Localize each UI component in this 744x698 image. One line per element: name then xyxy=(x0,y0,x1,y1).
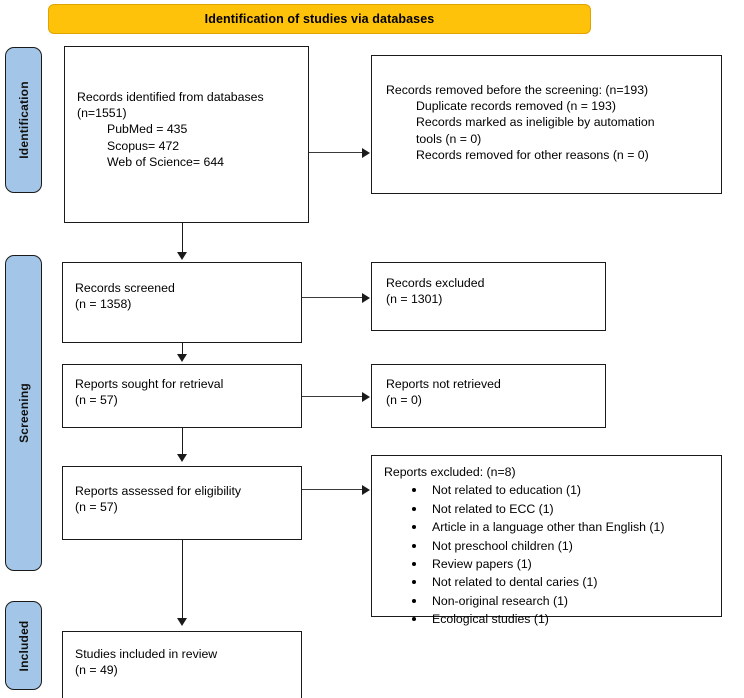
list-item: Review papers (1) xyxy=(410,555,713,573)
records-removed-heading: Records removed before the screening: (n… xyxy=(386,83,649,97)
arrow-down-icon xyxy=(177,454,187,462)
studies-included-count: (n = 49) xyxy=(75,663,118,678)
box-studies-included-text: Studies included in review (n = 49) xyxy=(75,646,293,678)
reports-not-retrieved-label: Reports not retrieved xyxy=(386,377,501,391)
box-reports-not-retrieved-text: Reports not retrieved (n = 0) xyxy=(386,376,597,408)
records-excluded-label: Records excluded xyxy=(386,276,485,290)
arrow-down-icon xyxy=(177,252,187,260)
box-records-excluded-text: Records excluded (n = 1301) xyxy=(386,275,597,307)
stage-tab-screening: Screening xyxy=(5,255,42,571)
list-item: Not related to ECC (1) xyxy=(410,500,713,518)
box-reports-assessed-for-eligibility: Reports assessed for eligibility (n = 57… xyxy=(62,466,302,540)
box-records-screened: Records screened (n = 1358) xyxy=(62,262,302,343)
banner-identification-via-databases: Identification of studies via databases xyxy=(48,4,591,34)
box-reports-excluded-text: Reports excluded: (n=8) Not related to e… xyxy=(384,464,713,629)
stage-label-screening: Screening xyxy=(16,383,31,443)
reports-assessed-label: Reports assessed for eligibility xyxy=(75,484,242,498)
connector-sought-to-eligibility xyxy=(182,428,183,456)
records-removed-automation-1: Records marked as ineligible by automati… xyxy=(416,115,655,130)
list-item: Not preschool children (1) xyxy=(410,537,713,555)
records-excluded-count: (n = 1301) xyxy=(386,292,443,307)
arrow-right-icon xyxy=(362,292,370,303)
records-screened-count: (n = 1358) xyxy=(75,297,132,312)
stage-label-included: Included xyxy=(16,620,31,671)
connector-eligibility-to-included xyxy=(182,540,183,620)
records-removed-other-reasons: Records removed for other reasons (n = 0… xyxy=(416,147,649,162)
list-item: Not related to education (1) xyxy=(410,481,713,499)
stage-label-identification: Identification xyxy=(16,81,31,159)
records-identified-pubmed: PubMed = 435 xyxy=(107,122,188,137)
reports-excluded-heading: Reports excluded: (n=8) xyxy=(384,465,516,479)
box-records-identified-text: Records identified from databases (n=155… xyxy=(77,89,300,170)
connector-screened-to-sought xyxy=(182,343,183,356)
arrow-right-icon xyxy=(362,391,370,402)
reports-sought-label: Reports sought for retrieval xyxy=(75,377,224,391)
records-identified-line-1: Records identified from databases xyxy=(77,90,264,104)
studies-included-label: Studies included in review xyxy=(75,647,218,661)
records-identified-scopus: Scopus= 472 xyxy=(107,138,180,153)
records-screened-label: Records screened xyxy=(75,281,175,295)
box-reports-sought-for-retrieval: Reports sought for retrieval (n = 57) xyxy=(62,364,302,428)
arrow-down-icon xyxy=(177,618,187,626)
reports-excluded-reason-list: Not related to education (1) Not related… xyxy=(384,481,713,629)
box-records-identified: Records identified from databases (n=155… xyxy=(64,46,309,223)
box-reports-excluded-with-reasons: Reports excluded: (n=8) Not related to e… xyxy=(371,455,722,626)
records-removed-automation-2: tools (n = 0) xyxy=(416,131,482,146)
arrow-down-icon xyxy=(177,354,187,362)
list-item: Ecological studies (1) xyxy=(410,610,713,628)
reports-not-retrieved-count: (n = 0) xyxy=(386,393,422,408)
list-item: Not related to dental caries (1) xyxy=(410,573,713,591)
box-studies-included-in-review: Studies included in review (n = 49) xyxy=(62,631,302,698)
reports-sought-count: (n = 57) xyxy=(75,393,118,408)
stage-tab-included: Included xyxy=(5,601,42,690)
list-item: Article in a language other than English… xyxy=(410,518,713,536)
records-removed-duplicates: Duplicate records removed (n = 193) xyxy=(416,99,616,114)
connector-sought-to-not-retrieved xyxy=(302,396,363,397)
connector-screened-to-excluded xyxy=(302,297,363,298)
box-reports-sought-text: Reports sought for retrieval (n = 57) xyxy=(75,376,293,408)
records-identified-web-of-science: Web of Science= 644 xyxy=(107,154,225,169)
banner-title: Identification of studies via databases xyxy=(204,12,435,26)
box-records-removed-text: Records removed before the screening: (n… xyxy=(386,82,713,163)
records-identified-line-2: (n=1551) xyxy=(77,106,127,121)
box-reports-assessed-text: Reports assessed for eligibility (n = 57… xyxy=(75,483,293,515)
box-records-screened-text: Records screened (n = 1358) xyxy=(75,280,293,312)
box-records-excluded: Records excluded (n = 1301) xyxy=(371,262,606,331)
reports-assessed-count: (n = 57) xyxy=(75,500,118,515)
connector-identified-to-screened xyxy=(182,223,183,256)
list-item: Non-original research (1) xyxy=(410,592,713,610)
box-reports-not-retrieved: Reports not retrieved (n = 0) xyxy=(371,364,606,428)
arrow-right-icon xyxy=(362,147,370,158)
connector-eligibility-to-reports-excluded xyxy=(302,489,363,490)
arrow-right-icon xyxy=(362,484,370,495)
box-records-removed-before-screening: Records removed before the screening: (n… xyxy=(371,55,722,194)
connector-identified-to-removed xyxy=(309,152,363,153)
stage-tab-identification: Identification xyxy=(5,47,42,193)
